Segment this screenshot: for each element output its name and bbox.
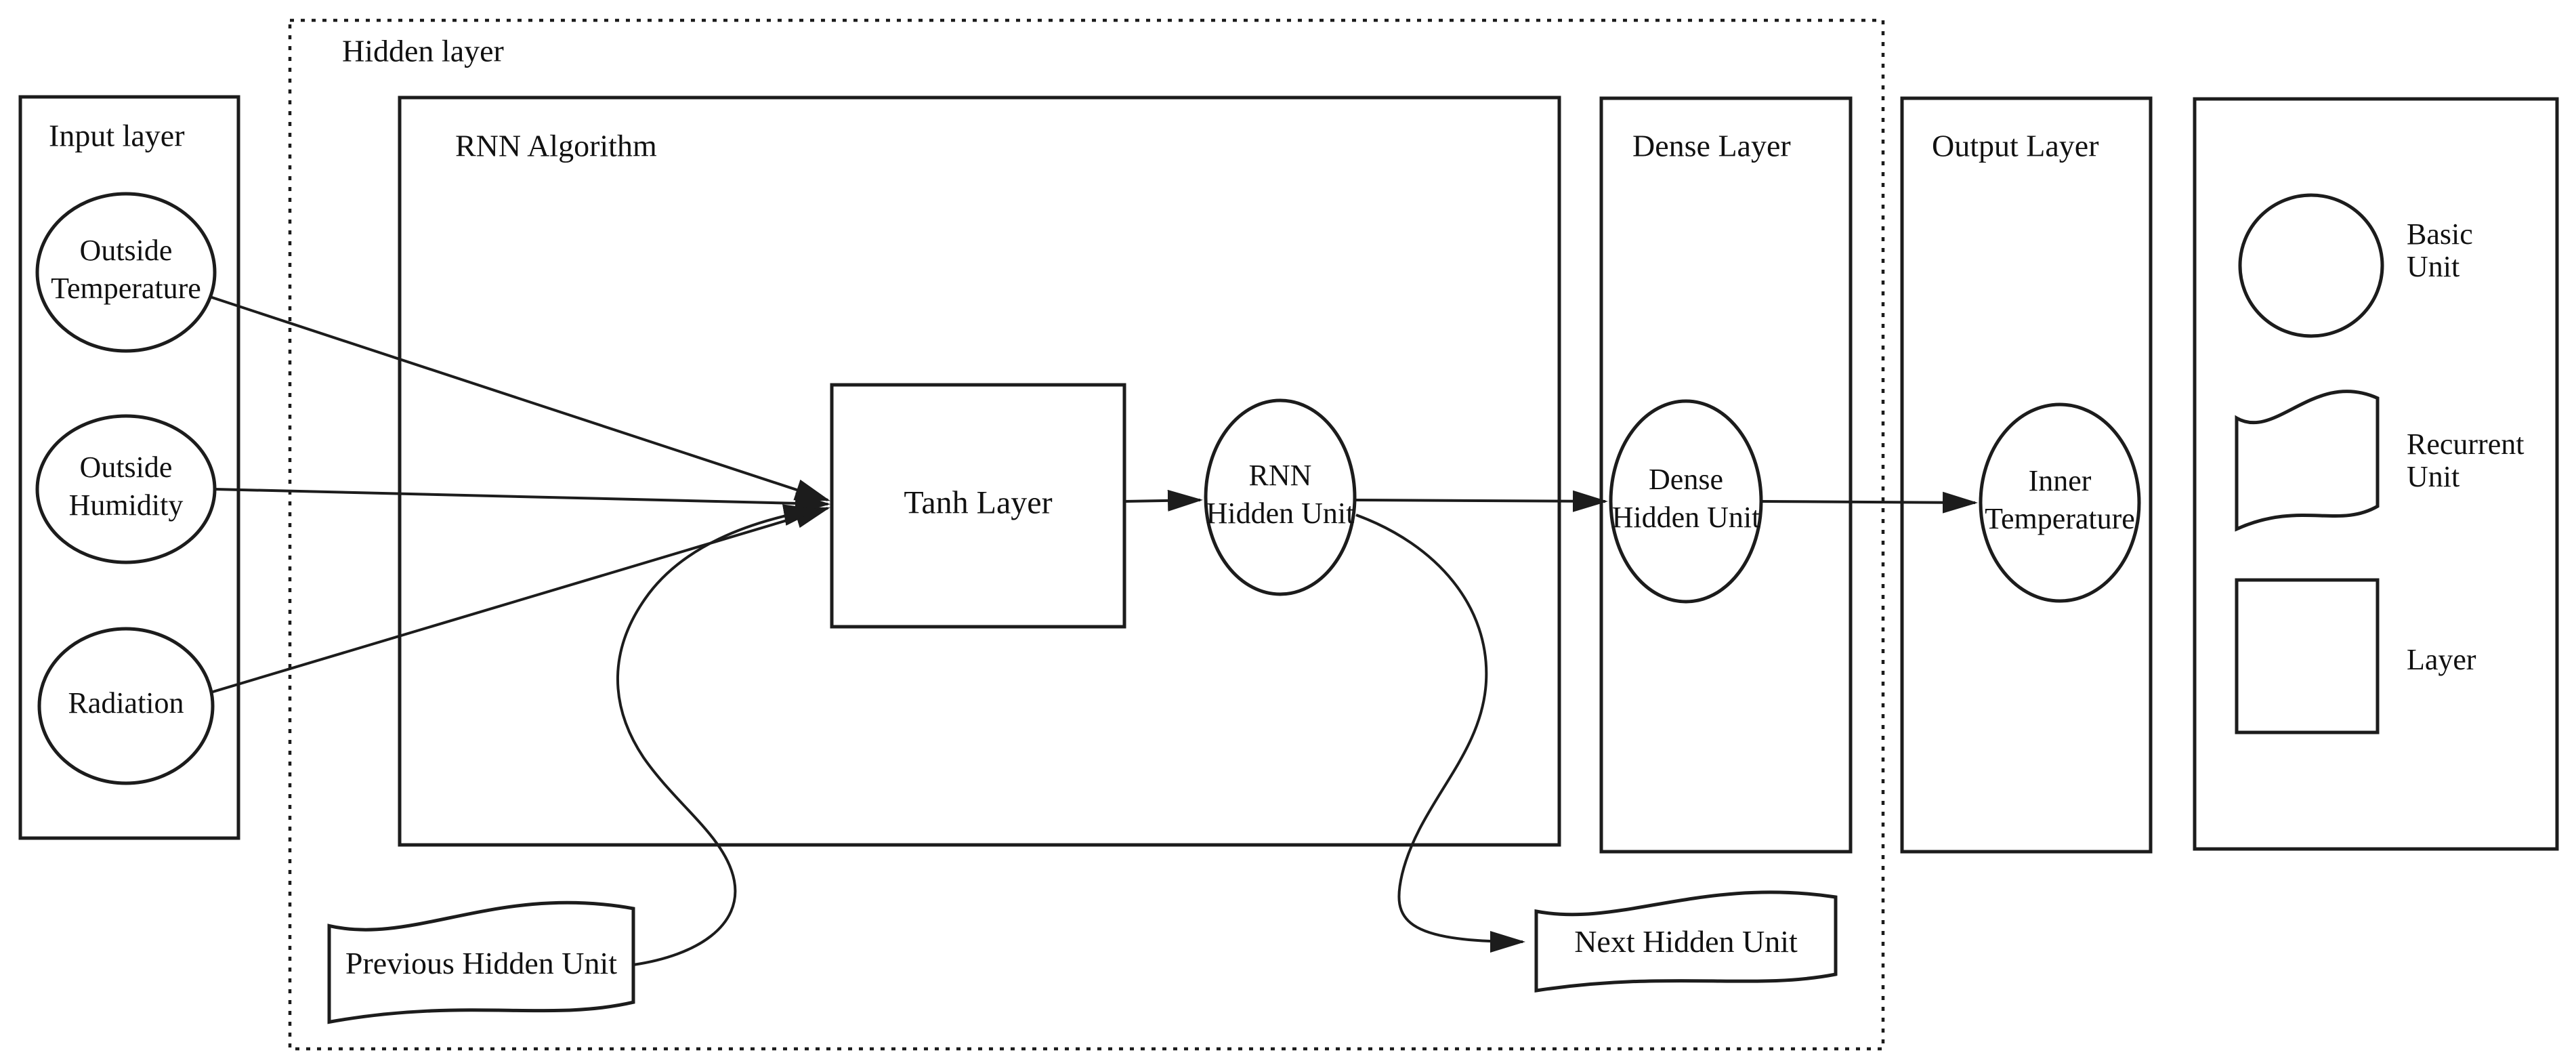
rnn-hidden-unit-label-line-1: Hidden Unit [1206, 497, 1355, 530]
next-hidden-unit-shape [1534, 890, 1838, 993]
rnn-hidden-unit-to-next-curve [1355, 514, 1525, 953]
tanh-layer-label: Tanh Layer [904, 485, 1052, 521]
legend-recurrent-unit-icon [2235, 390, 2380, 532]
input-layer-label: Input layer [49, 119, 185, 153]
hidden-layer-label: Hidden layer [342, 34, 504, 68]
outside-temperature-to-tanh-arrow [209, 295, 830, 501]
outside-temperature-label-line-1: Temperature [51, 272, 201, 305]
radiation-label: Radiation [68, 686, 184, 720]
outside-humidity-to-tanh-arrow [214, 488, 830, 514]
dense-to-inner-temperature-arrow [1760, 491, 1978, 514]
dense-hidden-unit-label-line-1: Hidden Unit [1612, 501, 1760, 534]
inner-temperature-label-line-0: Inner [2029, 464, 2092, 497]
rnn-algorithm-box [398, 96, 1561, 847]
legend-recurrent-unit-label-line-1: Unit [2407, 460, 2459, 493]
dense-layer-label: Dense Layer [1632, 129, 1791, 163]
legend-recurrent-unit-label-line-0: Recurrent [2407, 428, 2524, 461]
radiation-to-tanh-arrow [210, 507, 830, 694]
radiation-label-line-0: Radiation [68, 686, 184, 720]
tanh-to-rnn-hidden-unit-arrow [1124, 489, 1203, 512]
legend-layer-icon [2235, 578, 2380, 734]
input-layer-box [18, 95, 240, 840]
inner-temperature-node [1979, 402, 2141, 603]
outside-humidity-label-line-1: Humidity [69, 489, 184, 522]
rnn-hidden-unit-label-line-0: RNN [1249, 459, 1312, 492]
rnn-hidden-unit-label: RNN Hidden Unit [1206, 459, 1355, 530]
tanh-layer-box [830, 383, 1126, 629]
legend-layer-label: Layer [2407, 643, 2476, 676]
legend-basic-unit-label-line-1: Unit [2407, 250, 2459, 283]
rnn-hidden-unit-node [1204, 398, 1357, 596]
previous-hidden-unit-to-tanh-curve [616, 504, 819, 966]
outside-humidity-label-line-0: Outside [80, 451, 173, 484]
legend-box [2193, 97, 2559, 851]
dense-layer-box [1599, 96, 1853, 854]
legend-basic-unit-icon [2238, 193, 2384, 338]
output-layer-label: Output Layer [1932, 129, 2099, 163]
next-hidden-unit-label-line-0: Next Hidden Unit [1574, 924, 1798, 959]
radiation-node [37, 627, 215, 785]
legend-layer-label-line-0: Layer [2407, 643, 2476, 676]
next-hidden-unit-label: Next Hidden Unit [1574, 924, 1798, 959]
hidden-layer-box [288, 18, 1885, 1051]
rnn-algorithm-label: RNN Algorithm [455, 129, 657, 163]
outside-temperature-label-line-0: Outside [80, 234, 173, 267]
dense-hidden-unit-label-line-0: Dense [1649, 463, 1723, 496]
inner-temperature-label-line-1: Temperature [1985, 502, 2135, 535]
tanh-layer-label-line-0: Tanh Layer [904, 485, 1052, 521]
outside-temperature-node [35, 192, 217, 353]
previous-hidden-unit-label: Previous Hidden Unit [345, 946, 617, 980]
rnn-hidden-unit-to-dense-arrow [1354, 490, 1608, 512]
previous-hidden-unit-shape [327, 900, 635, 1024]
output-layer-box [1900, 96, 2153, 854]
legend-basic-unit-label-line-0: Basic [2407, 217, 2473, 251]
previous-hidden-unit-label-line-0: Previous Hidden Unit [345, 946, 617, 980]
